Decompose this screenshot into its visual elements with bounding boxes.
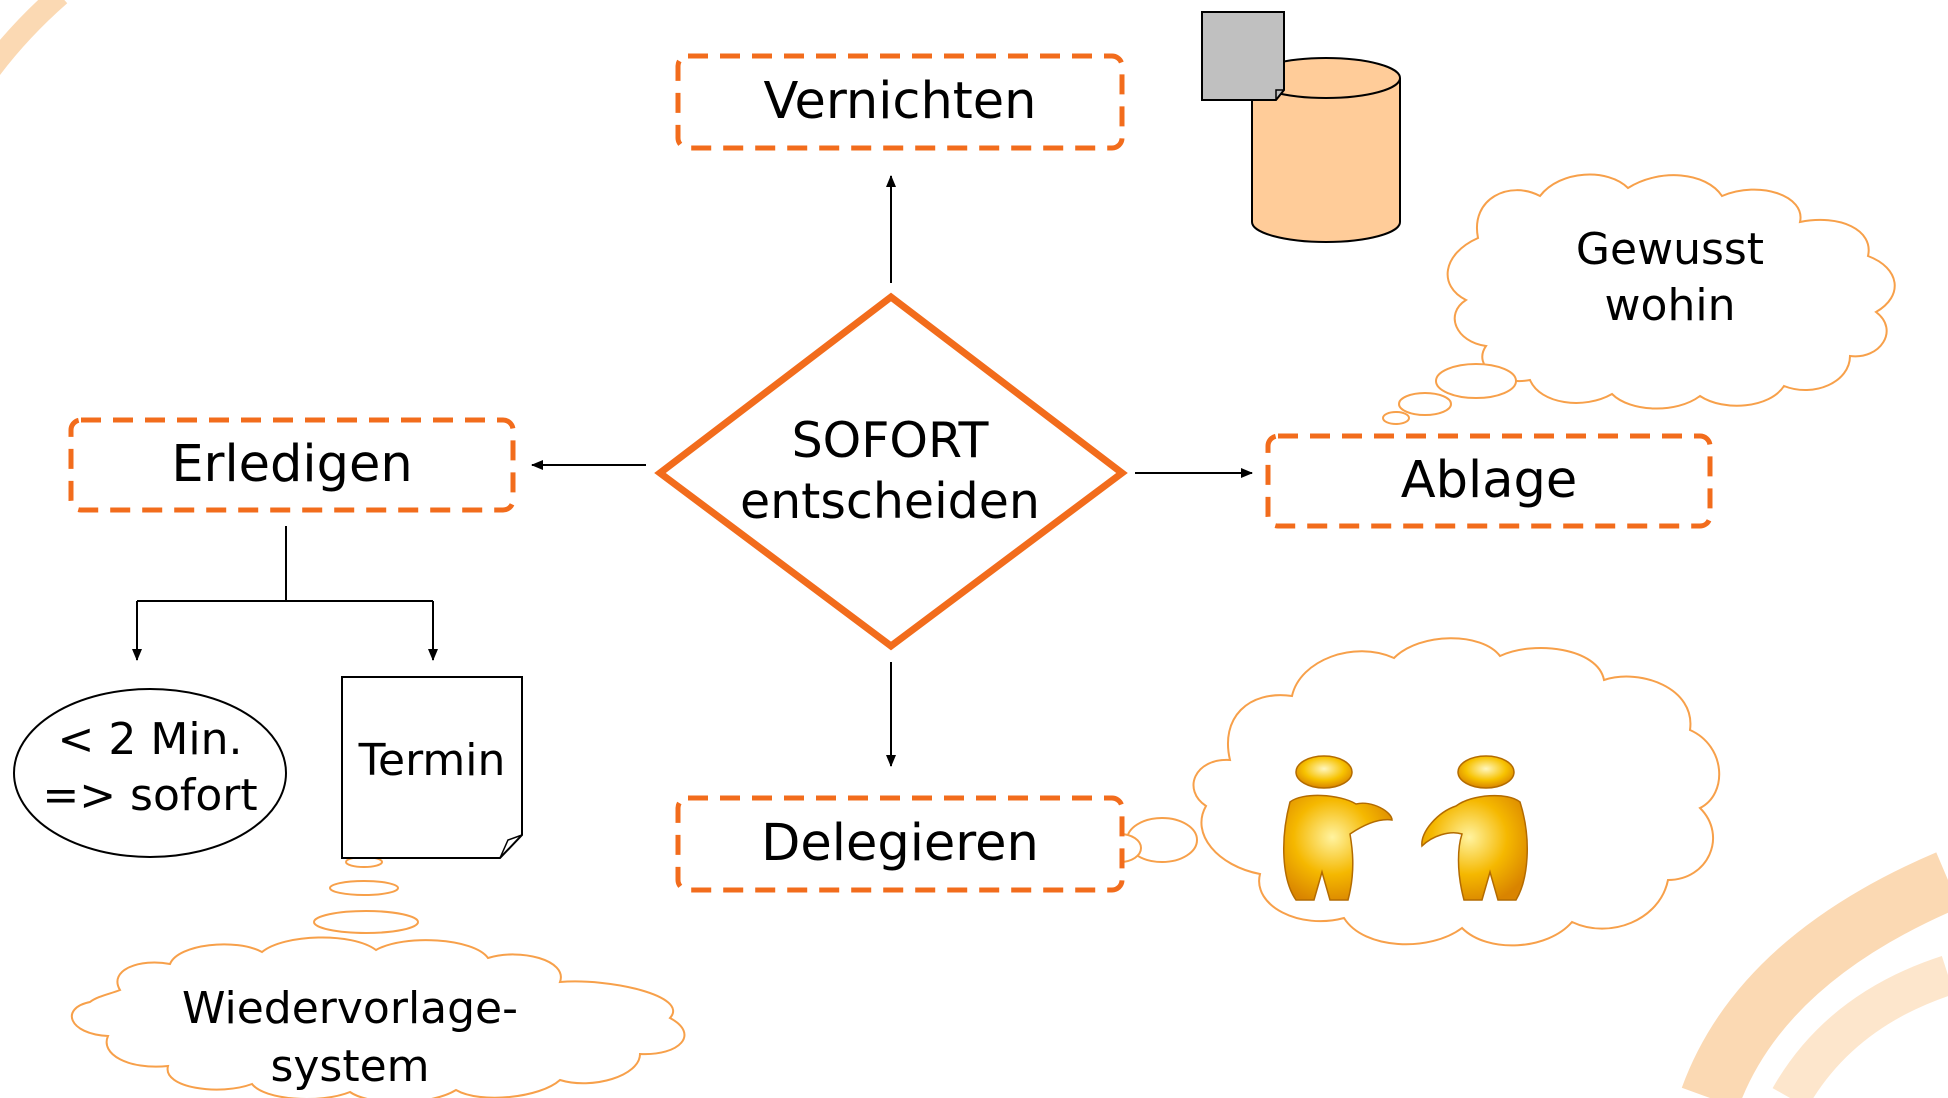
connector-arrows bbox=[132, 175, 1253, 767]
thought-cloud-gewusst bbox=[1382, 173, 1896, 425]
gewusst-line-1: Gewusst bbox=[1575, 224, 1765, 275]
wiedervorlage-line-2: system bbox=[270, 1041, 430, 1092]
connector-erledigen-split bbox=[137, 526, 433, 602]
gewusst-line-2: wohin bbox=[1604, 280, 1736, 331]
decision-label: SOFORT entscheiden bbox=[700, 410, 1080, 533]
wiedervorlage-line-1: Wiedervorlage- bbox=[181, 983, 519, 1034]
delegieren-label: Delegieren bbox=[761, 814, 1039, 873]
thought-cloud-delegieren bbox=[1096, 637, 1721, 947]
termin-label: Termin bbox=[358, 735, 506, 786]
decision-line-2: entscheiden bbox=[739, 473, 1040, 531]
termin-document-shape bbox=[341, 676, 523, 859]
vernichten-box bbox=[675, 53, 1125, 151]
ablage-box bbox=[1265, 433, 1713, 529]
erledigen-label: Erledigen bbox=[171, 435, 413, 494]
decision-line-1: SOFORT bbox=[791, 412, 989, 469]
page-curl bbox=[499, 834, 523, 859]
process-boxes bbox=[68, 53, 1713, 893]
trash-can-icon bbox=[1201, 11, 1401, 243]
corner-ring-bottom-right bbox=[1681, 852, 1948, 1098]
thought-cloud-wiedervorlage bbox=[70, 856, 686, 1098]
vernichten-label: Vernichten bbox=[763, 72, 1037, 131]
ablage-label: Ablage bbox=[1400, 451, 1578, 510]
erledigen-box bbox=[68, 417, 516, 513]
two-people-icon bbox=[1283, 755, 1528, 901]
quick-task-label: < 2 Min. => sofort bbox=[14, 712, 286, 824]
quick-task-line-1: < 2 Min. bbox=[57, 714, 243, 765]
wiedervorlage-label: Wiedervorlage- system bbox=[140, 980, 560, 1096]
corner-ring-top-left bbox=[0, 0, 68, 76]
quick-task-ellipse bbox=[13, 688, 287, 858]
quick-task-line-2: => sofort bbox=[42, 770, 258, 821]
decision-diamond bbox=[654, 292, 1128, 651]
gewusst-wohin-label: Gewusst wohin bbox=[1520, 222, 1820, 334]
delegieren-box bbox=[675, 795, 1125, 893]
